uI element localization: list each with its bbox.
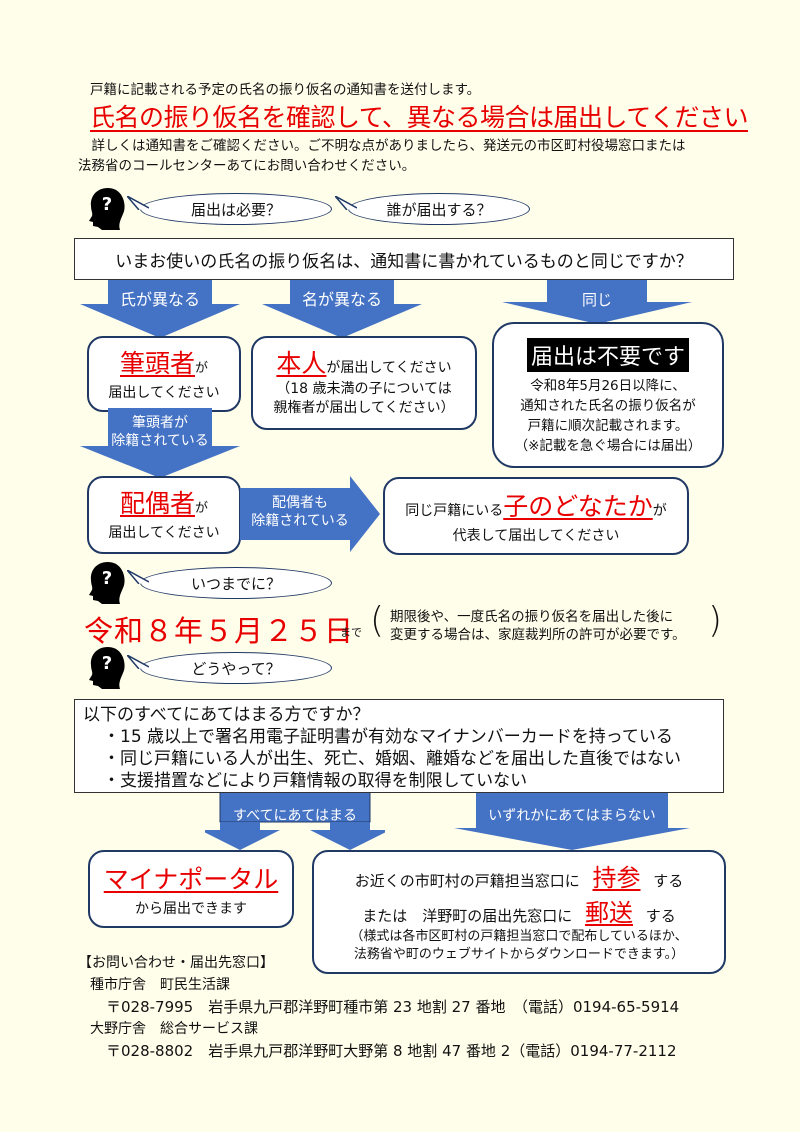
self-note-line1: （18 歳未満の子については — [276, 381, 452, 397]
office1-name: 種市庁舎 町民生活課 — [90, 977, 230, 993]
arrow-label-line2: 除籍されている — [251, 513, 349, 529]
window-line1-prefix: お近くの市町村の戸籍担当窓口に — [354, 872, 580, 890]
spouse-instruction: 届出してください — [108, 525, 220, 541]
bubble-text: いつまでに？ — [190, 574, 281, 593]
box-window-submission: お近くの市町村の戸籍担当窓口に 持参 する または 洋野町の届出先窓口に 郵送 … — [312, 850, 726, 974]
paren-open: ( — [370, 600, 385, 641]
bubble-tail-icon — [127, 196, 149, 210]
contact-title: 【お問い合わせ・届出先窓口】 — [78, 955, 274, 971]
bubble-tail-icon — [335, 196, 357, 210]
deadline-note-line2: 変更する場合は、家庭裁判所の許可が必要です。 — [390, 627, 686, 643]
spouse-emphasis: 配偶者 — [119, 489, 195, 518]
myna-portal-text: から届出できます — [135, 901, 247, 917]
box-self: 本人が届出してください （18 歳未満の子については 親権者が届出してください） — [251, 336, 477, 430]
not-required-line3: 戸籍に順次記載されます。 — [527, 418, 689, 434]
office2-address: 〒028-8802 岩手県九戸郡洋野町大野第 8 地割 47 番地 2（電話）0… — [106, 1042, 677, 1060]
not-required-line4: （※記載を急ぐ場合には届出） — [514, 438, 702, 454]
window-note-line2: 法務省や町のウェブサイトからダウンロードできます。） — [353, 947, 685, 962]
office1-address: 〒028-7995 岩手県九戸郡洋野町種市第 23 地割 27 番地 （電話）0… — [106, 998, 680, 1016]
contact-section: 【お問い合わせ・届出先窓口】 種市庁舎 町民生活課 〒028-7995 岩手県九… — [78, 952, 679, 1062]
myna-portal-emphasis[interactable]: マイナポータル — [103, 865, 279, 894]
child-emphasis: 子のどなたか — [503, 492, 653, 521]
intro-details-line2: 法務省のコールセンターあてにお問い合わせください。 — [78, 158, 416, 174]
child-prefix: 同じ戸籍にいる — [405, 503, 504, 519]
particle-ga: が — [652, 503, 667, 519]
arrow-label-line1: 配偶者も — [272, 495, 328, 511]
condition-item: ・支援措置などにより戸籍情報の取得を制限していない — [103, 771, 528, 791]
arrow-label-line1: 筆頭者が — [132, 415, 188, 431]
self-emphasis: 本人 — [276, 349, 327, 378]
box-child: 同じ戸籍にいる子のどなたかが 代表して届出してください — [383, 477, 689, 555]
head-of-family-emphasis: 筆頭者 — [119, 349, 195, 378]
deadline-note: 期限後や、一度氏名の振り仮名を届出した後に 変更する場合は、家庭裁判所の許可が必… — [390, 608, 686, 644]
speech-bubble-needed: 届出は必要？ — [127, 193, 332, 225]
arrow-down-icon — [80, 408, 240, 478]
arrow-label-spouse-removed: 配偶者も 除籍されている — [245, 494, 355, 530]
arrow-label-any-not-apply: いずれかにあてはまらない — [488, 808, 656, 824]
bubble-tail-icon — [127, 570, 149, 584]
speech-bubble-when: いつまでに？ — [127, 567, 332, 599]
window-note-line1: （様式は各市区町村の戸籍担当窓口で配布しているほか、 — [350, 929, 688, 944]
head-of-family-instruction: 届出してください — [108, 385, 220, 401]
arrow-down-icon — [454, 780, 690, 850]
bubble-text: どうやって？ — [191, 659, 281, 678]
window-line2-prefix: または 洋野町の届出先窓口に — [362, 907, 573, 925]
speech-bubble-who: 誰が届出する？ — [335, 193, 530, 225]
arrow-label-head-removed: 筆頭者が 除籍されている — [105, 414, 215, 450]
arrow-label-all-apply: すべてにあてはまる — [233, 808, 357, 824]
paren-close: ) — [708, 600, 723, 641]
arrow-right-icon — [240, 476, 380, 552]
question-text: いまお使いの氏名の振り仮名は、通知書に書かれているものと同じですか？ — [115, 251, 693, 272]
deadline-until: まで — [340, 626, 362, 639]
arrow-label-same: 同じ — [581, 291, 612, 309]
condition-item: ・同じ戸籍にいる人が出生、死亡、婚姻、離婚などを届出した直後ではない — [103, 749, 681, 769]
condition-item: ・15 歳以上で署名用電子証明書が有効なマイナンバーカードを持っている — [103, 727, 673, 747]
conditions-box: 以下のすべてにあてはまる方ですか？ ・15 歳以上で署名用電子証明書が有効なマイ… — [74, 699, 724, 793]
self-note-line2: 親権者が届出してください） — [273, 400, 455, 416]
arrow-down-icon — [80, 280, 240, 338]
arrow-down-icon — [502, 280, 692, 324]
arrow-label-surname-differs: 氏が異なる — [119, 290, 200, 309]
question-head-icon — [89, 647, 125, 689]
arrow-down-icon — [262, 280, 422, 338]
bring-emphasis: 持参 — [592, 864, 641, 892]
mail-emphasis: 郵送 — [585, 899, 633, 927]
arrow-label-given-differs: 名が異なる — [301, 290, 382, 309]
not-required-line1: 令和8年5月26日以降に、 — [530, 378, 686, 394]
deadline-note-line1: 期限後や、一度氏名の振り仮名を届出した後に — [390, 609, 674, 625]
not-required-title: 届出は不要です — [526, 338, 689, 372]
intro-text: 戸籍に記載される予定の氏名の振り仮名の通知書を送付します。 — [90, 82, 481, 98]
box-spouse: 配偶者が 届出してください — [87, 476, 241, 554]
headline: 氏名の振り仮名を確認して、異なる場合は届出してください — [90, 103, 749, 132]
question-same-furigana: いまお使いの氏名の振り仮名は、通知書に書かれているものと同じですか？ — [74, 238, 734, 280]
self-instruction: が届出してください — [326, 360, 452, 376]
box-head-of-family: 筆頭者が 届出してください — [87, 336, 241, 412]
deadline-date: 令和８年５月２５日 — [84, 614, 355, 648]
arrow-label-line2: 除籍されている — [111, 433, 209, 449]
speech-bubble-how: どうやって？ — [127, 652, 332, 684]
box-not-required: 届出は不要です 令和8年5月26日以降に、 通知された氏名の振り仮名が 戸籍に順… — [492, 322, 724, 468]
intro-details-line1: 詳しくは通知書をご確認ください。ご不明な点がありましたら、発送元の市区町村役場窓… — [78, 138, 686, 154]
particle-ga: が — [195, 361, 209, 376]
child-instruction: 代表して届出してください — [452, 528, 620, 544]
question-head-icon — [89, 562, 125, 604]
particle-ga: が — [195, 501, 209, 516]
question-head-icon — [89, 188, 125, 230]
bubble-text: 誰が届出する？ — [386, 200, 492, 219]
conditions-title: 以下のすべてにあてはまる方ですか？ — [83, 705, 370, 725]
window-line2-suffix: する — [645, 907, 676, 925]
bubble-tail-icon — [127, 655, 149, 669]
office2-name: 大野庁舎 総合サービス課 — [90, 1021, 258, 1037]
bubble-text: 届出は必要？ — [190, 200, 281, 219]
box-myna-portal: マイナポータル から届出できます — [88, 850, 294, 928]
intro-details: 詳しくは通知書をご確認ください。ご不明な点がありましたら、発送元の市区町村役場窓… — [78, 136, 686, 176]
not-required-line2: 通知された氏名の振り仮名が — [520, 398, 696, 414]
window-line1-suffix: する — [653, 872, 684, 890]
